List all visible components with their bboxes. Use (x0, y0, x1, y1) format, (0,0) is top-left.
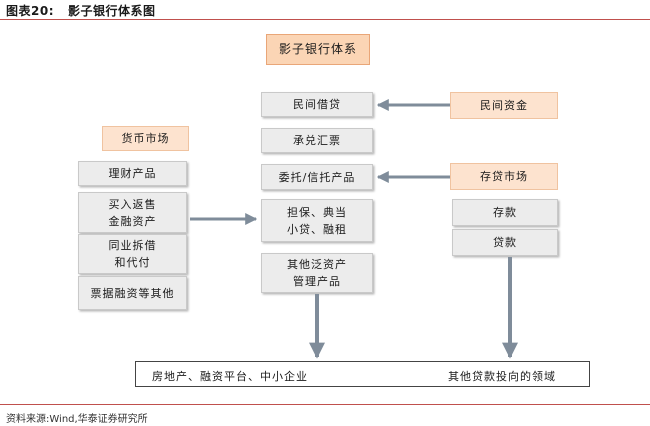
figure-label: 图表20: (6, 4, 54, 18)
center-node-other-asset-mgmt: 其他泛资产 管理产品 (261, 253, 373, 293)
center-node-label: 其他泛资产 管理产品 (287, 258, 347, 288)
source-note: 资料来源:Wind,华泰证券研究所 (6, 414, 148, 425)
left-node-reverse-repo: 买入返售 金融资产 (78, 192, 187, 233)
destination-box (135, 361, 590, 387)
main-title: 影子银行体系 (278, 42, 357, 56)
left-node-label: 理财产品 (108, 167, 157, 180)
money-market-header: 货币市场 (102, 126, 189, 151)
right-node-deposit: 存款 (452, 199, 558, 226)
deposit-market-label: 存贷市场 (480, 170, 528, 183)
left-node-label: 票据融资等其他 (90, 286, 175, 300)
right-node-loan: 贷款 (452, 229, 558, 256)
figure-title: 影子银行体系图 (68, 4, 156, 18)
right-node-label: 存款 (493, 206, 517, 219)
center-node-guarantee-pawn: 担保、典当 小贷、融租 (261, 199, 373, 242)
left-node-bill-financing: 票据融资等其他 (78, 276, 187, 310)
center-node-entrusted-trust: 委托/信托产品 (261, 164, 373, 190)
top-rule (0, 19, 650, 20)
deposit-market-header: 存贷市场 (450, 163, 558, 190)
private-capital-box: 民间资金 (450, 92, 558, 119)
bottom-rule (0, 404, 650, 405)
center-node-private-lending: 民间借贷 (261, 92, 373, 117)
center-node-label: 委托/信托产品 (278, 170, 356, 184)
destination-right-label: 其他贷款投向的领域 (448, 370, 556, 383)
center-node-label: 担保、典当 小贷、融租 (287, 205, 347, 236)
left-node-label: 同业拆借 和代付 (108, 239, 157, 269)
left-node-interbank-lending: 同业拆借 和代付 (78, 234, 187, 274)
right-node-label: 贷款 (493, 236, 517, 249)
destination-left-label: 房地产、融资平台、中小企业 (152, 370, 308, 383)
left-node-wealth-products: 理财产品 (78, 161, 187, 186)
figure-caption: 图表20: 影子银行体系图 (6, 2, 156, 19)
money-market-label: 货币市场 (121, 132, 170, 145)
center-node-acceptance-bill: 承兑汇票 (261, 128, 373, 153)
private-capital-label: 民间资金 (480, 99, 528, 112)
left-node-label: 买入返售 金融资产 (108, 197, 157, 228)
main-title-box: 影子银行体系 (266, 34, 370, 65)
center-node-label: 承兑汇票 (293, 134, 341, 147)
center-node-label: 民间借贷 (293, 98, 341, 111)
